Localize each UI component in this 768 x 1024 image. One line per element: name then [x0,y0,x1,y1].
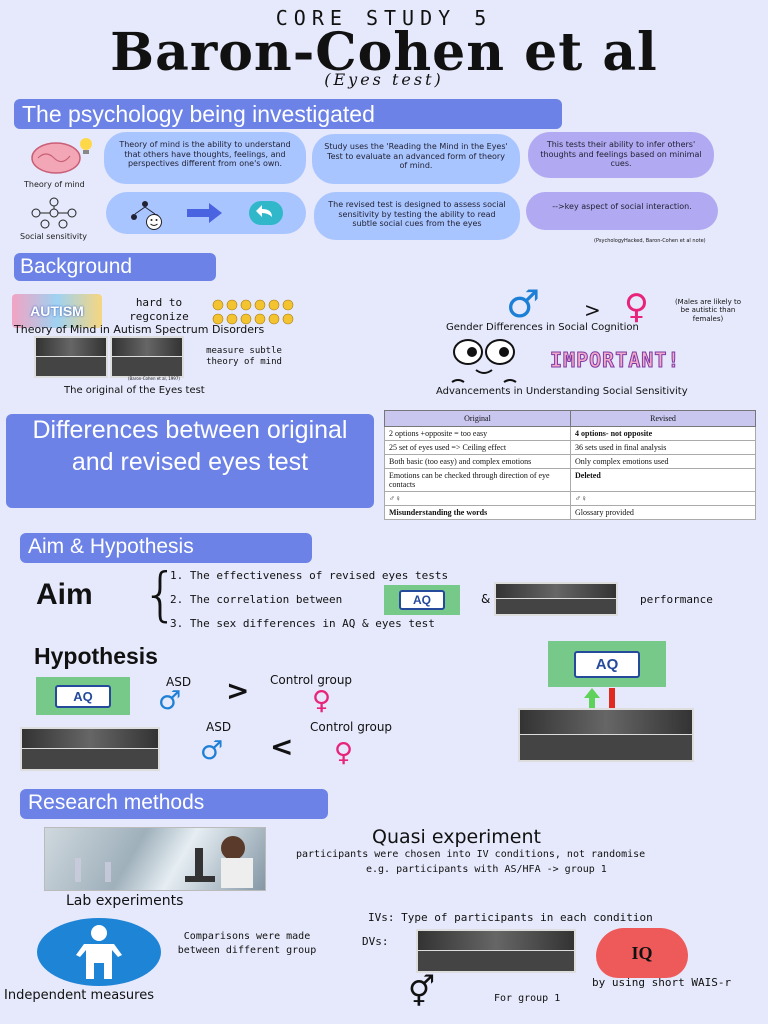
aim-brace: { [142,560,179,628]
aim-hypothesis-banner: Aim & Hypothesis [20,533,312,563]
theory-of-mind-label: Theory of mind [24,180,85,189]
original-eyes-image-2 [110,336,184,378]
differences-banner: Differences between original and revised… [6,414,374,508]
original-eyes-label: The original of the Eyes test [64,385,205,396]
aq-card-correlation: AQ [548,641,666,687]
social-diagram-bubble [106,192,306,234]
table-header-revised: Revised [570,410,756,427]
eyes-test-image-correlation [518,708,694,762]
autism-word: AUTISM [30,303,84,319]
ampersand: & [481,592,491,606]
hypothesis-label: Hypothesis [34,643,158,669]
aim-item-3: 3. The sex differences in AQ & eyes test [170,617,435,630]
psychology-banner: The psychology being investigated [14,99,562,129]
aq-sign: AQ [55,684,111,708]
cartoon-eyes-icon [451,339,517,383]
quasi-experiment-title: Quasi experiment [372,826,541,848]
less-sign: < [270,730,294,763]
source-note: (PsychologyHacked, Baron-Cohen et al not… [594,238,706,244]
tom-asd-label: Theory of Mind in Autism Spectrum Disord… [14,323,265,336]
dvs-label: DVs: [362,935,389,948]
important-label: IMPORTANT! [549,348,681,373]
aq-sign: AQ [399,590,445,610]
aq-card-hypothesis: AQ [36,677,130,715]
original-eyes-image [34,336,108,378]
lab-experiments-label: Lab experiments [66,893,184,909]
autism-graphic: AUTISM [12,294,102,328]
control-group-label-2: Control group [310,720,393,734]
ivs-text: IVs: Type of participants in each condit… [368,911,653,924]
differences-table: Original Revised 2 options +opposite = t… [384,410,756,520]
aim-item-2: 2. The correlation between [170,593,343,606]
tom-definition-bubble: Theory of mind is the ability to underst… [104,132,306,184]
advancements-label: Advancements in Understanding Social Sen… [436,386,688,397]
gender-differences-label: Gender Differences in Social Cognition [446,322,639,333]
greater-symbol: > [584,298,601,322]
comparisons-text: Comparisons were made between different … [177,931,317,956]
eyes-test-image-aim [494,582,618,616]
gender-symbols: ⚥ [408,975,436,1010]
aim-item-1: 1. The effectiveness of revised eyes tes… [170,569,449,582]
iq-label: IQ [631,942,653,963]
male-symbol-2: ♂ [200,736,224,766]
greater-sign: > [226,674,250,707]
for-group-text: For group 1 [494,993,561,1004]
smiley-icon [146,214,162,230]
arrow-right-icon [186,203,222,223]
microscope-icon [75,836,253,888]
revised-test-bubble: The revised test is designed to assess s… [314,192,520,240]
aim-label: Aim [36,578,93,611]
measure-text: measure subtle theory of mind [206,346,282,367]
wais-text: by using short WAIS-r [592,976,732,989]
aq-card-aim: AQ [384,585,460,615]
asd-label-1: ASD [166,675,192,689]
table-row: ♂♀♂♀ [384,491,756,506]
table-row: Both basic (too easy) and complex emotio… [384,454,756,469]
title-note: (Eyes test) [324,70,444,89]
male-symbol-1: ♂ [158,686,182,716]
independent-measures-label: Independent measures [4,988,155,1003]
social-sensitivity-label: Social sensitivity [20,232,87,241]
background-banner: Background [14,253,216,281]
research-methods-banner: Research methods [20,789,328,819]
asd-label-2: ASD [206,720,232,734]
table-row: Emotions can be checked through directio… [384,468,756,492]
quasi-description-2: e.g. participants with AS/HFA -> group 1 [366,864,607,875]
control-group-label-1: Control group [270,673,353,687]
female-symbol: ♀ [624,287,649,327]
eyes-test-image-dv [416,929,576,973]
quasi-description-1: participants were chosen into IV conditi… [296,849,646,860]
key-aspect-bubble: -->key aspect of social interaction. [526,192,718,230]
female-symbol-1: ♀ [312,686,332,716]
emoji-grid-icon [212,299,294,325]
person-icon [37,918,161,986]
infer-bubble: This tests their ability to infer others… [528,132,714,178]
performance-label: performance [640,593,713,606]
core-study-label: CORE STUDY 5 [275,6,493,30]
male-symbol: ♂ [506,282,541,326]
eyes-citation: (Baron-Cohen et al, 1997) [128,376,180,381]
reply-icon [248,201,283,225]
aq-sign: AQ [573,650,641,678]
hard-to-recognize: hard to regconize [129,296,189,323]
eyes-test-image-hypothesis [20,727,160,771]
test-purpose-bubble: Study uses the 'Reading the Mind in the … [312,134,520,184]
males-note: (Males are likely to be autistic than fe… [674,298,742,323]
iq-brain-icon: IQ [596,928,688,978]
brain-icon [31,138,92,174]
page-title: Baron-Cohen et al [110,22,658,83]
lab-photo [44,827,266,891]
female-symbol-2: ♀ [334,738,354,768]
social-network-icon [31,197,77,229]
table-header-original: Original [384,410,571,427]
